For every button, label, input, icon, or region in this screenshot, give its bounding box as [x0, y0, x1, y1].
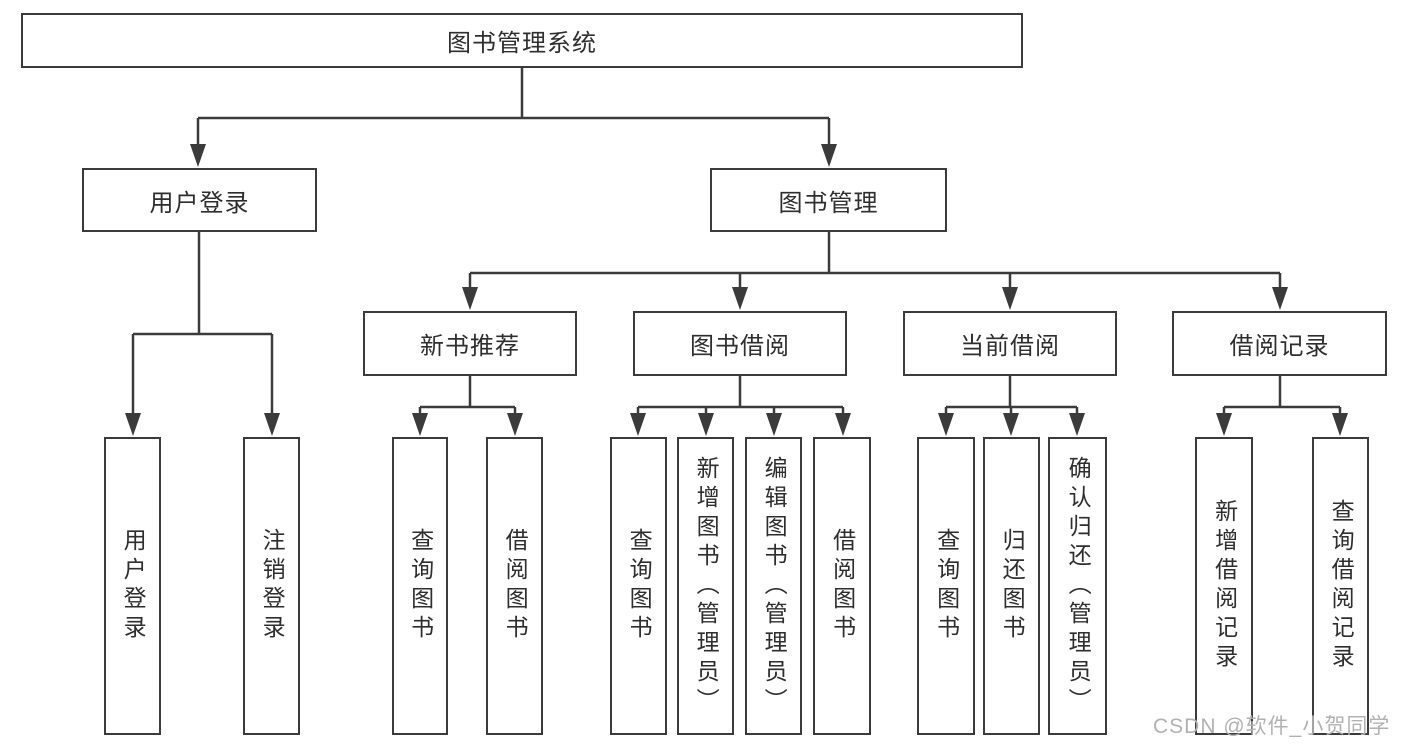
node-book-management: 图书管理 [710, 168, 947, 232]
arrowhead-icon [264, 413, 280, 436]
connector-userlogin-to-leaves [131, 232, 274, 420]
node-book-borrow: 图书借阅 [633, 311, 847, 376]
node-library-system: 图书管理系统 [21, 13, 1023, 68]
node-label: 图书管理系统 [447, 30, 597, 57]
node-current-borrow: 当前借阅 [903, 311, 1117, 376]
node-label: 图书借阅 [690, 333, 790, 360]
watermark: CSDN @软件_小贺同学 [1153, 715, 1391, 738]
arrowhead-icon [835, 413, 851, 436]
node-label: 注销登录 [259, 528, 286, 644]
node-label: 借阅图书 [829, 528, 856, 644]
arrowhead-icon [1002, 287, 1018, 310]
arrowhead-icon [190, 144, 206, 167]
node-label: 查询图书 [933, 528, 960, 644]
arrowhead-icon [1272, 287, 1288, 310]
node-label: 用户登录 [149, 189, 250, 217]
leaf-add-borrow-record: 新增借阅记录 [1195, 437, 1253, 735]
connector-newbook-to-leaves [418, 376, 517, 421]
node-new-book-recommend: 新书推荐 [363, 311, 577, 376]
arrowhead-icon [1069, 413, 1085, 436]
node-label: 借阅记录 [1229, 333, 1330, 360]
arrowhead-icon [1003, 413, 1019, 436]
connector-bookmgmt-to-level3 [468, 232, 1282, 294]
leaf-add-book-admin: 新增图书（管理员） [677, 437, 734, 735]
arrowhead-icon [732, 287, 748, 310]
arrowhead-icon [507, 413, 523, 436]
arrowhead-icon [698, 413, 714, 436]
arrowhead-icon [938, 413, 954, 436]
arrowhead-icon [766, 413, 782, 436]
leaf-borrow-books-1: 借阅图书 [486, 437, 543, 735]
node-label: 用户登录 [120, 528, 147, 644]
arrowhead-icon [412, 413, 428, 436]
leaf-return-book: 归还图书 [983, 437, 1040, 735]
node-label: 编辑图书（管理员） [761, 455, 788, 717]
leaf-query-borrow-record: 查询借阅记录 [1312, 437, 1369, 735]
connector-borrowrecords-to-leaves [1222, 376, 1342, 421]
node-label: 新增图书（管理员） [693, 455, 720, 717]
node-label: 新书推荐 [420, 333, 520, 360]
node-label: 新增借阅记录 [1211, 499, 1238, 673]
node-label: 查询借阅记录 [1328, 499, 1355, 673]
node-label: 图书管理 [778, 189, 879, 217]
node-label: 确认归还（管理员） [1065, 455, 1092, 717]
leaf-query-books-1: 查询图书 [392, 437, 448, 735]
arrowhead-icon [1216, 413, 1232, 436]
leaf-confirm-return-admin: 确认归还（管理员） [1048, 437, 1107, 735]
node-user-login: 用户登录 [82, 168, 317, 232]
node-label: 归还图书 [999, 528, 1026, 644]
arrowhead-icon [630, 413, 646, 436]
connector-bookborrow-to-leaves [636, 376, 845, 421]
node-label: 借阅图书 [502, 528, 529, 644]
connector-currentborrow-to-leaves [944, 376, 1079, 421]
arrowhead-icon [1332, 413, 1348, 436]
arrowhead-icon [462, 287, 478, 310]
connector-root-to-level2 [196, 68, 831, 150]
arrowhead-icon [125, 413, 141, 436]
node-label: 当前借阅 [960, 333, 1060, 360]
leaf-borrow-books-2: 借阅图书 [813, 437, 871, 735]
leaf-logout: 注销登录 [243, 437, 300, 735]
node-borrow-records: 借阅记录 [1172, 311, 1387, 376]
node-label: 查询图书 [407, 528, 434, 644]
arrowhead-icon [821, 144, 837, 167]
node-label: 查询图书 [626, 528, 653, 644]
leaf-edit-book-admin: 编辑图书（管理员） [745, 437, 802, 735]
leaf-query-books-2: 查询图书 [610, 437, 667, 735]
leaf-query-books-3: 查询图书 [917, 437, 975, 735]
leaf-user-login: 用户登录 [104, 437, 161, 735]
